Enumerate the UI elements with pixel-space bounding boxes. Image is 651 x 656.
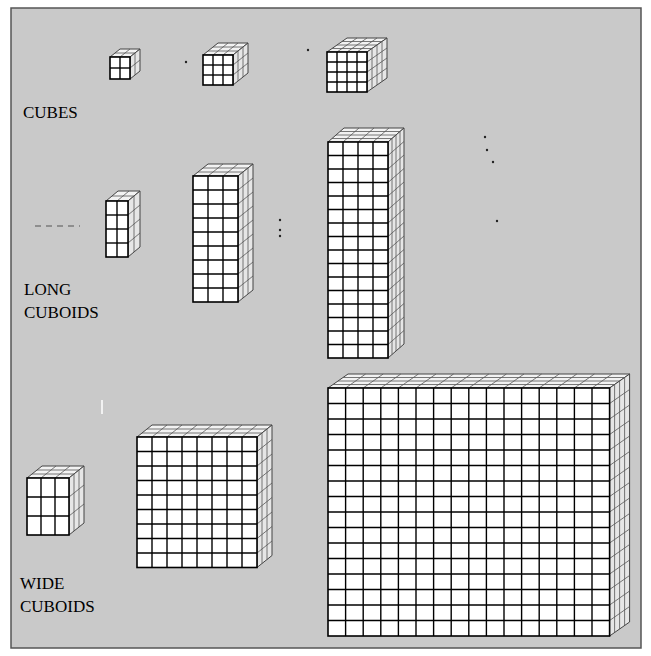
tick-mark [101, 400, 103, 414]
dot-mark [279, 229, 281, 231]
dot-mark [279, 219, 281, 221]
cuboid [137, 425, 272, 568]
dot-mark [492, 161, 494, 163]
row-label: LONG CUBOIDS [24, 278, 124, 324]
row-label: CUBES [23, 101, 163, 124]
cuboid [193, 164, 253, 302]
cuboid [106, 191, 140, 257]
dot-mark [484, 136, 486, 138]
cuboid [27, 466, 84, 535]
cuboid [110, 49, 140, 79]
dot-mark [307, 49, 309, 51]
dash-mark [35, 225, 80, 226]
cuboid [328, 128, 404, 358]
row-label: WIDE CUBOIDS [20, 572, 120, 618]
dot-mark [486, 149, 488, 151]
dot-mark [185, 61, 187, 63]
cuboid [328, 374, 630, 636]
cuboid [327, 38, 387, 92]
frame [11, 8, 641, 648]
dot-mark [496, 220, 498, 222]
cuboid [203, 43, 248, 85]
dot-mark [279, 235, 281, 237]
